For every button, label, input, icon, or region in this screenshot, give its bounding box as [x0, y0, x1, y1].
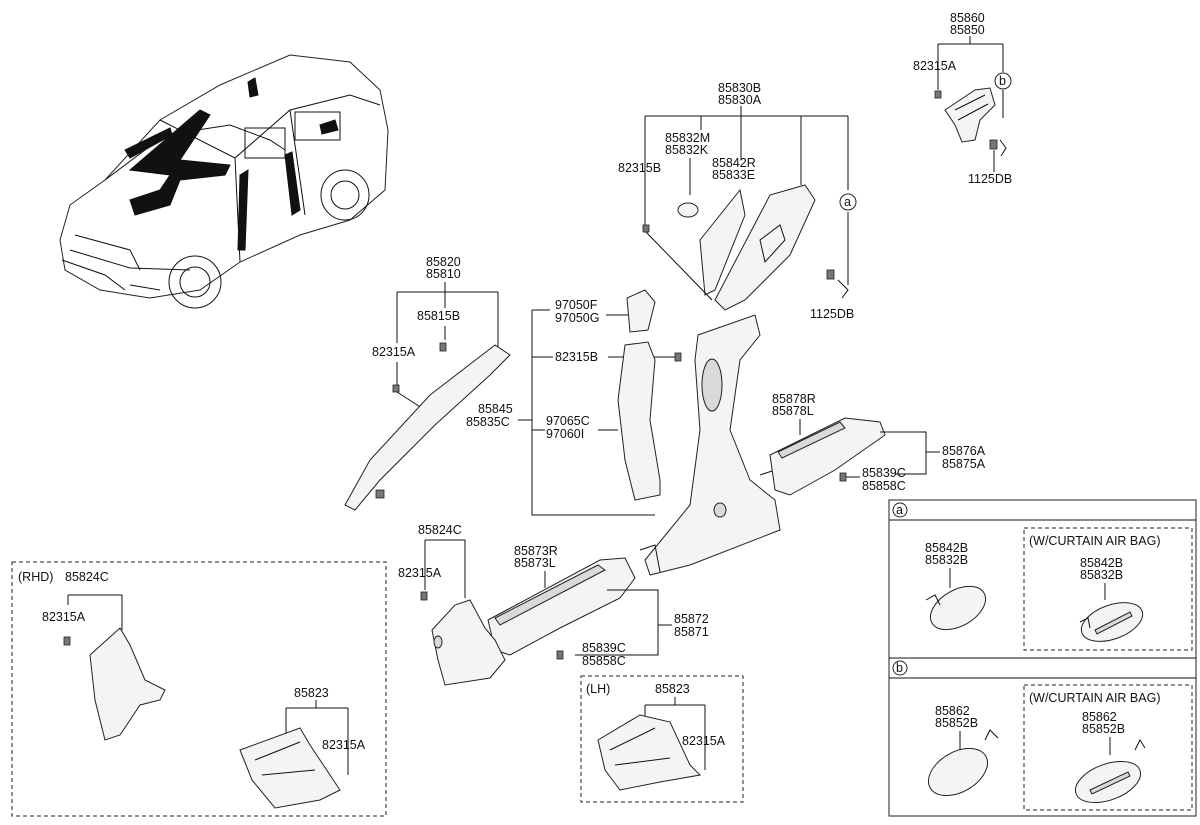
circle-marker-a-c [839, 193, 857, 211]
circle-marker-b [994, 72, 1012, 90]
label-1125DB-top: 1125DB [968, 172, 1012, 186]
rear-door-scuff-group: 85878R 85878L 85876A 85875A 85839C 85858… [769, 392, 986, 496]
label-85832B-a2: 85832B [1080, 568, 1123, 582]
label-85852B-b: 85852B [935, 716, 978, 730]
b-pillar-trim-group: 97050F 97050G 82315B 85845 85835C 97065C… [466, 289, 781, 576]
label-82315B-c: 82315B [618, 161, 661, 175]
label-85860: 85860 [950, 11, 985, 25]
label-82315A-rhd: 82315A [42, 610, 86, 624]
label-85875A: 85875A [942, 457, 986, 471]
label-85862-b2: 85862 [1082, 710, 1117, 724]
label-82315A: 82315A [913, 59, 957, 73]
lh-variant-box: (LH) 85823 82315A [580, 675, 744, 803]
label-85872: 85872 [674, 612, 709, 626]
label-85833E: 85833E [712, 168, 755, 182]
label-97060I: 97060I [546, 427, 584, 441]
label-85815B: 85815B [417, 309, 460, 323]
label-85839C-rear: 85839C [862, 466, 906, 480]
label-85878R: 85878R [772, 392, 816, 406]
label-82315A-rhd2: 82315A [322, 738, 366, 752]
label-85842B-a2: 85842B [1080, 556, 1123, 570]
circle-marker-a-detail [892, 502, 908, 518]
label-85852B-b2: 85852B [1082, 722, 1125, 736]
curtain-airbag-label-b: (W/CURTAIN AIR BAG) [1029, 691, 1161, 705]
label-85824C: 85824C [418, 523, 462, 537]
label-85850: 85850 [950, 23, 985, 37]
label-85873R: 85873R [514, 544, 558, 558]
label-85862-b: 85862 [935, 704, 970, 718]
detail-b-letter: b [896, 661, 903, 675]
label-85810: 85810 [426, 267, 461, 281]
label-85878L: 85878L [772, 404, 814, 418]
cowl-side-trim-group: 85824C 82315A [398, 523, 506, 686]
rhd-variant-box: (RHD) 85824C 82315A 85823 82315A [11, 561, 387, 817]
label-97050F: 97050F [555, 298, 598, 312]
label-97065C: 97065C [546, 414, 590, 428]
label-85832M: 85832M [665, 131, 710, 145]
label-1125DB-c: 1125DB [810, 307, 854, 321]
label-82315A-front: 82315A [398, 566, 442, 580]
label-85820: 85820 [426, 255, 461, 269]
label-82315B-b: 82315B [555, 350, 598, 364]
label-85835C: 85835C [466, 415, 510, 429]
circle-marker-b-detail [892, 660, 908, 676]
vehicle-illustration [59, 54, 389, 309]
label-85823-rhd: 85823 [294, 686, 329, 700]
label-85858C-front: 85858C [582, 654, 626, 668]
label-85839C-front: 85839C [582, 641, 626, 655]
c-pillar-trim-group: 85830B 85830A 85832M 85832K 82315B 85842… [618, 81, 857, 321]
label-85845: 85845 [478, 402, 513, 416]
a-pillar-trim-group: 85820 85810 85815B 82315A [344, 255, 511, 511]
lh-label: (LH) [586, 682, 610, 696]
label-85830B: 85830B [718, 81, 761, 95]
label-85871: 85871 [674, 625, 709, 639]
label-85823-lh: 85823 [655, 682, 690, 696]
quarter-trim-group: 85860 85850 82315A b 1125DB [913, 11, 1012, 186]
circle-marker-a-letter: a [844, 195, 851, 209]
detail-a-letter: a [896, 503, 903, 517]
detail-panel: a b 85842B 85832B (W/CURTAIN AIR BAG) 85… [888, 499, 1197, 817]
label-85876A: 85876A [942, 444, 986, 458]
label-85832B-a: 85832B [925, 553, 968, 567]
label-85832K: 85832K [665, 143, 709, 157]
label-85842B-a: 85842B [925, 541, 968, 555]
label-85858C-rear: 85858C [862, 479, 906, 493]
label-85824C-rhd: 85824C [65, 570, 109, 584]
label-85842R: 85842R [712, 156, 756, 170]
label-82315A-a: 82315A [372, 345, 416, 359]
curtain-airbag-label-a: (W/CURTAIN AIR BAG) [1029, 534, 1161, 548]
label-85873L: 85873L [514, 556, 556, 570]
front-door-scuff-group: 85873R 85873L 85872 85871 85839C 85858C [487, 544, 709, 668]
circle-marker-b-letter: b [999, 74, 1006, 88]
label-97050G: 97050G [555, 311, 599, 325]
rhd-label: (RHD) [18, 570, 53, 584]
label-82315A-lh: 82315A [682, 734, 726, 748]
label-85830A: 85830A [718, 93, 762, 107]
